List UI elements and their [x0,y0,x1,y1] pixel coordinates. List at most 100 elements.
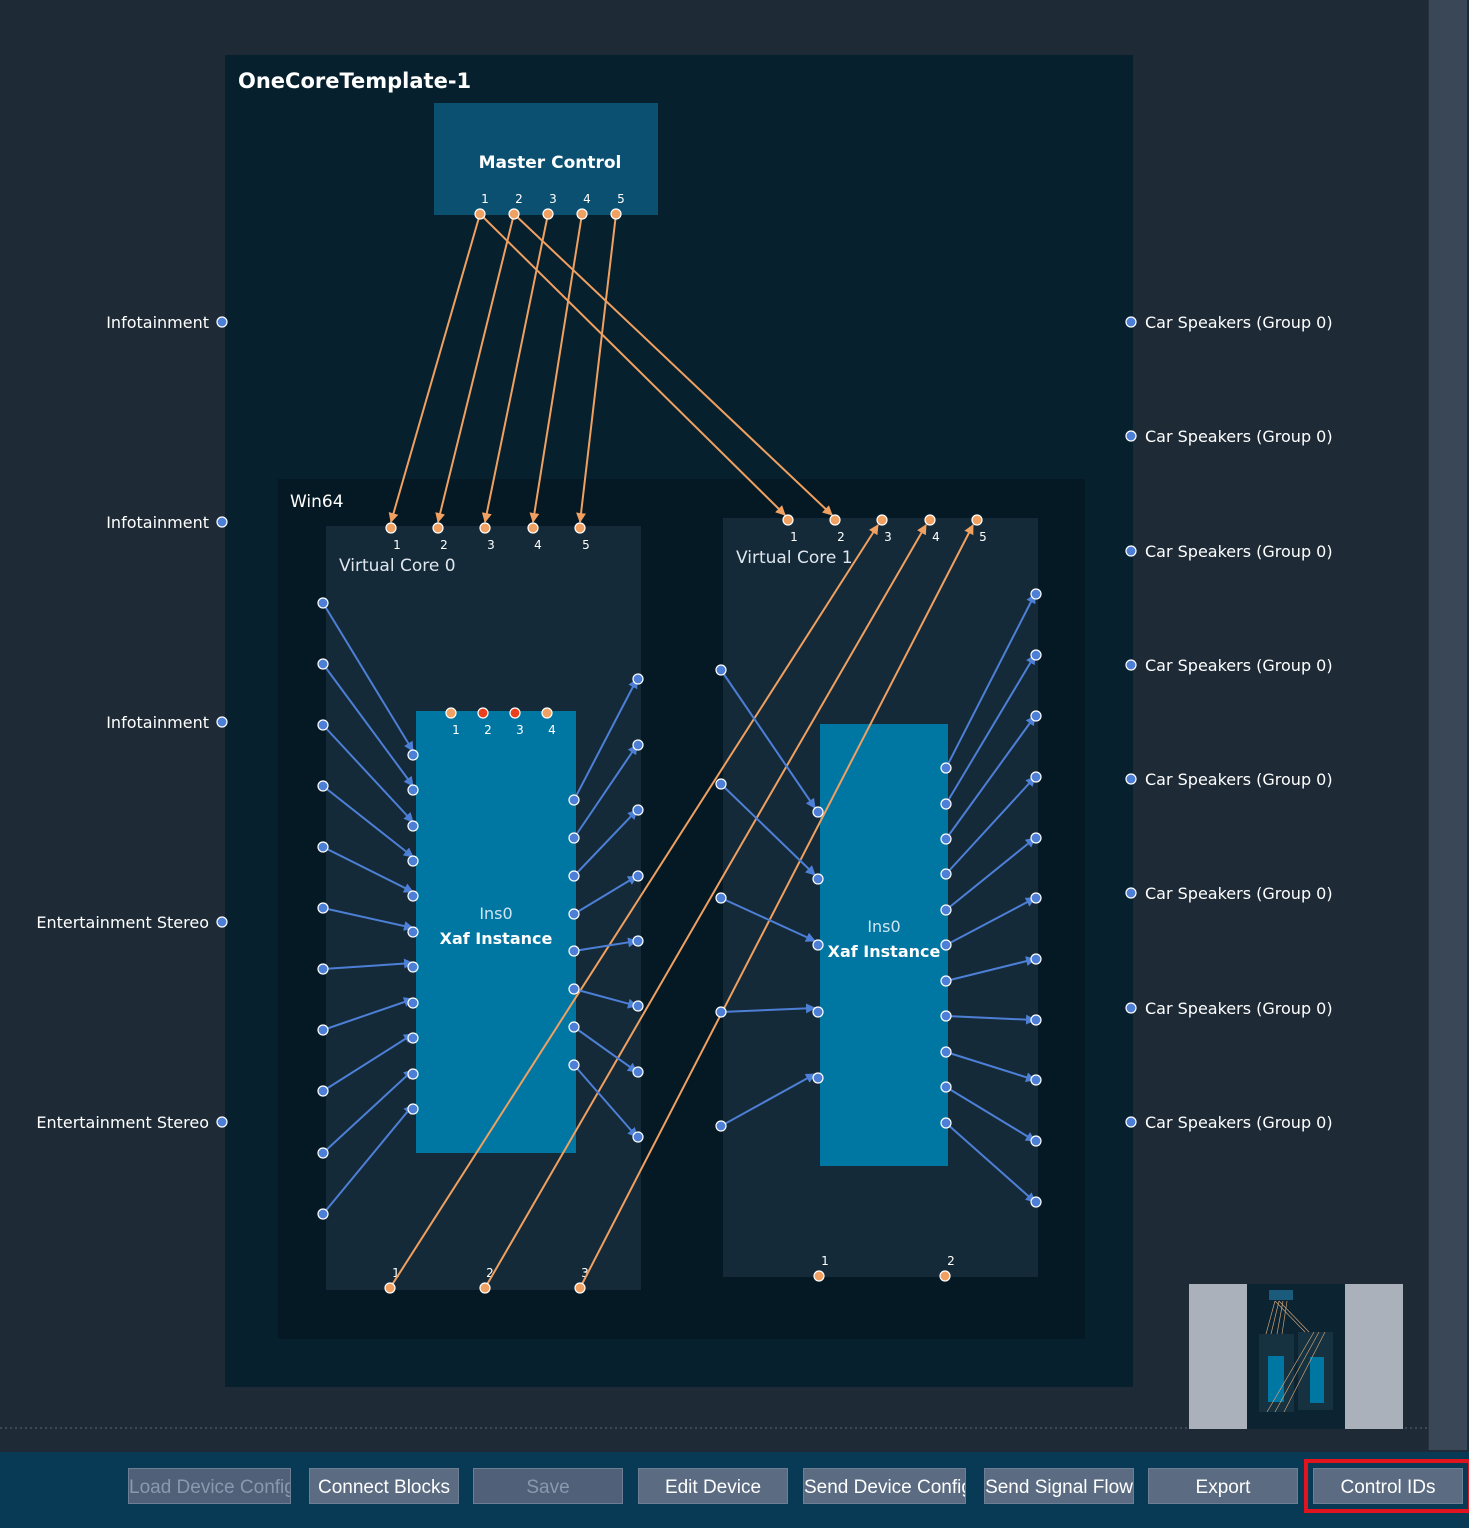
instance-input-port[interactable] [407,890,419,902]
audio-output-port[interactable] [1030,1014,1042,1026]
instance-control-port[interactable] [477,707,489,719]
audio-input-port[interactable] [715,892,727,904]
audio-link[interactable] [322,958,414,970]
control-link[interactable] [579,524,974,1289]
audio-link[interactable] [322,1033,414,1092]
audio-link[interactable] [945,593,1036,769]
core-bottom-port[interactable] [939,1270,951,1282]
core-control-port[interactable] [479,522,491,534]
input-port[interactable] [216,716,228,728]
audio-link[interactable] [720,669,816,809]
control-ids-button[interactable]: Control IDs [1304,1459,1469,1513]
output-port[interactable] [1125,1116,1137,1128]
audio-link[interactable] [945,715,1036,840]
core-control-port[interactable] [574,522,586,534]
audio-output-port[interactable] [632,673,644,685]
control-link[interactable] [529,213,583,523]
audio-input-port[interactable] [317,963,329,975]
core-bottom-port[interactable] [479,1282,491,1294]
core-control-port[interactable] [971,514,983,526]
audio-link[interactable] [573,875,638,915]
instance-output-port[interactable] [940,1117,952,1129]
audio-input-port[interactable] [317,658,329,670]
instance-output-port[interactable] [568,945,580,957]
audio-link[interactable] [945,837,1036,911]
save-button[interactable]: Save [473,1468,623,1504]
audio-link[interactable] [322,785,414,858]
instance-input-port[interactable] [407,784,419,796]
audio-link[interactable] [720,783,816,876]
core-control-port[interactable] [924,514,936,526]
output-port[interactable] [1125,659,1137,671]
audio-link[interactable] [720,897,816,942]
control-link[interactable] [435,213,515,523]
instance-output-port[interactable] [568,908,580,920]
master-control-port[interactable] [542,208,554,220]
audio-link[interactable] [573,1026,638,1073]
audio-input-port[interactable] [715,1120,727,1132]
audio-link[interactable] [945,1086,1036,1142]
instance-output-port[interactable] [568,870,580,882]
instance-input-port[interactable] [812,873,824,885]
master-control-port[interactable] [610,208,622,220]
audio-output-port[interactable] [632,739,644,751]
control-link[interactable] [484,524,927,1289]
input-port[interactable] [216,1116,228,1128]
instance-output-port[interactable] [940,833,952,845]
audio-input-port[interactable] [715,1006,727,1018]
audio-link[interactable] [945,897,1036,946]
instance-output-port[interactable] [940,1081,952,1093]
audio-link[interactable] [720,1003,816,1014]
audio-output-port[interactable] [1030,1135,1042,1147]
load-device-config-button[interactable]: Load Device Config [128,1468,291,1504]
audio-link[interactable] [573,678,638,801]
export-button[interactable]: Export [1148,1468,1298,1504]
audio-link[interactable] [945,1122,1036,1203]
input-port[interactable] [216,516,228,528]
instance-input-port[interactable] [812,1072,824,1084]
output-port[interactable] [1125,316,1137,328]
audio-link[interactable] [322,724,414,823]
audio-link[interactable] [322,997,414,1031]
audio-link[interactable] [322,1104,414,1215]
core-bottom-port[interactable] [574,1282,586,1294]
instance-output-port[interactable] [940,868,952,880]
audio-output-port[interactable] [1030,1074,1042,1086]
audio-output-port[interactable] [632,1131,644,1143]
instance-input-port[interactable] [407,1068,419,1080]
control-link[interactable] [481,213,549,523]
audio-input-port[interactable] [715,664,727,676]
audio-output-port[interactable] [632,870,644,882]
audio-link[interactable] [945,776,1036,875]
instance-output-port[interactable] [568,794,580,806]
audio-link[interactable] [573,988,638,1009]
audio-output-port[interactable] [1030,1196,1042,1208]
output-port[interactable] [1125,430,1137,442]
audio-link[interactable] [945,654,1036,805]
audio-link[interactable] [322,602,414,752]
control-link[interactable] [513,213,833,516]
instance-input-port[interactable] [407,926,419,938]
audio-link[interactable] [573,937,638,952]
audio-input-port[interactable] [317,841,329,853]
send-device-config-button[interactable]: Send Device Config [803,1468,966,1504]
master-control-port[interactable] [508,208,520,220]
instance-output-port[interactable] [568,1059,580,1071]
output-port[interactable] [1125,773,1137,785]
audio-link[interactable] [322,907,414,931]
instance-output-port[interactable] [940,762,952,774]
audio-output-port[interactable] [1030,710,1042,722]
audio-link[interactable] [322,1069,414,1154]
audio-output-port[interactable] [632,1066,644,1078]
instance-control-port[interactable] [541,707,553,719]
edit-device-button[interactable]: Edit Device [638,1468,788,1504]
instance-output-port[interactable] [940,798,952,810]
master-control-port[interactable] [474,208,486,220]
input-port[interactable] [216,316,228,328]
audio-output-port[interactable] [1030,953,1042,965]
audio-output-port[interactable] [632,1000,644,1012]
output-port[interactable] [1125,545,1137,557]
instance-output-port[interactable] [940,1010,952,1022]
audio-input-port[interactable] [317,1024,329,1036]
control-link[interactable] [389,524,879,1289]
